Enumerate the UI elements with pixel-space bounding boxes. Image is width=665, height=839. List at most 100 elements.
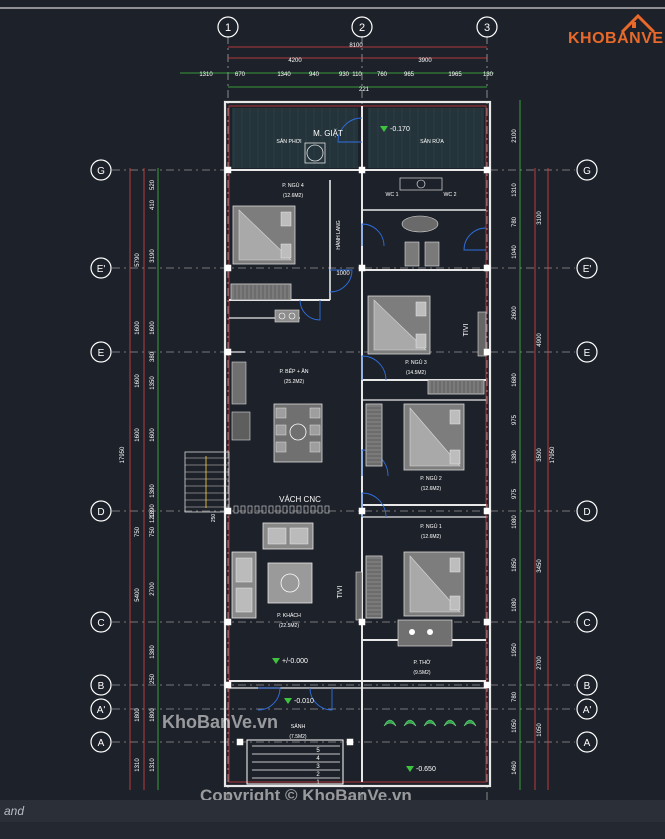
column-marker: [483, 507, 491, 515]
column-marker: [483, 618, 491, 626]
cnc-panel: [310, 505, 316, 514]
grid-bubble-label: 1: [225, 22, 231, 34]
level-marker-icon: [406, 766, 414, 772]
grid-bubble-label: A: [98, 738, 105, 749]
status-bar: [0, 822, 665, 839]
tv-cabinet-icon: [477, 311, 487, 357]
room-name: WC 1: [386, 192, 399, 198]
dim-text: 1600: [135, 321, 141, 335]
exterior-wall: [223, 100, 492, 788]
column-marker: [224, 264, 232, 272]
dim-text: 520: [150, 179, 156, 190]
dim-text: 2100: [512, 129, 518, 143]
grid-bubble-label: D: [583, 507, 590, 518]
dim-text: 3500: [537, 448, 543, 462]
chair-icon: [309, 424, 321, 436]
room-name: SÂN PHƠI: [276, 138, 301, 145]
sink-icon: [404, 241, 420, 267]
dim-text: 1600: [135, 374, 141, 388]
grid-bubble: [351, 16, 373, 38]
dim-text: 1080: [512, 515, 518, 529]
room-name: P. BẾP + ĂN: [279, 368, 308, 375]
dim-text: 1380: [150, 484, 156, 498]
cnc-panel: [324, 505, 330, 514]
lavatory-icon: [399, 177, 443, 191]
pillow: [415, 333, 427, 349]
level-text: -0.010: [294, 698, 314, 705]
column-marker: [358, 166, 366, 174]
grid-bubble: [576, 731, 598, 753]
sink-icon: [424, 241, 440, 267]
grid-bubble: [576, 341, 598, 363]
step-number: 3: [316, 764, 320, 770]
plant-icon: [423, 719, 437, 727]
kho-ban-ve-logo: KHOBANVE: [568, 10, 663, 56]
dim-text: 1460: [512, 761, 518, 775]
main-door-icon: [257, 687, 281, 711]
pillow: [280, 211, 292, 227]
column-marker: [224, 348, 232, 356]
grid-bubble-label: A: [584, 738, 591, 749]
dim-text: 975: [512, 414, 518, 425]
grid-bubble: [576, 698, 598, 720]
partition-label: VÁCH CNC: [279, 495, 321, 504]
grid-bubble: [90, 257, 112, 279]
chair-icon: [275, 441, 287, 453]
chair-icon: [275, 424, 287, 436]
dim-text: 1310: [512, 183, 518, 197]
washing-machine-icon: [306, 144, 324, 162]
dim-text: 1340: [277, 72, 291, 78]
column-marker: [358, 507, 366, 515]
door-icon: [299, 299, 321, 321]
dim-text: 1600: [150, 321, 156, 335]
room-name: P. NGỦ 4: [282, 182, 304, 189]
tv-label: TIVI: [463, 324, 470, 337]
dim-text: 1380: [512, 450, 518, 464]
room-area: (22.5M2): [279, 623, 299, 629]
dim-text: 2700: [150, 582, 156, 596]
room-name: P. THỜ: [414, 659, 431, 666]
command-line[interactable]: and: [0, 800, 665, 822]
cnc-panel: [261, 505, 267, 514]
dim-text: 1965: [448, 72, 462, 78]
wardrobe-icon: [427, 379, 485, 395]
stair-icon: [184, 451, 230, 513]
grid-bubble: [576, 159, 598, 181]
dim-text: 670: [235, 72, 246, 78]
bed-sheet: [409, 555, 461, 613]
san-phoi-floor: [232, 108, 358, 168]
grid-bubble-label: B: [584, 681, 591, 692]
plant-icon: [383, 719, 397, 727]
step-number: 2: [316, 772, 320, 778]
dim-text: 2700: [537, 656, 543, 670]
cnc-panel: [247, 505, 253, 514]
dim-text: 1680: [512, 373, 518, 387]
pillow: [449, 557, 461, 573]
dim-text: 2600: [512, 306, 518, 320]
grid-bubble-label: E: [584, 348, 591, 359]
bed-sheet: [409, 407, 461, 467]
toilet-icon: [401, 215, 439, 233]
door-icon: [361, 355, 387, 381]
dim-text: 965: [404, 72, 415, 78]
dim-text: 940: [309, 72, 320, 78]
cnc-panel: [240, 505, 246, 514]
column-marker: [224, 681, 232, 689]
level-marker-icon: [272, 658, 280, 664]
room-area: (12.6M2): [283, 193, 303, 199]
dim-text: 8100: [349, 43, 363, 49]
room-name: P. NGỦ 3: [405, 359, 427, 366]
coffee-table-ornament: [280, 573, 300, 593]
chair-icon: [309, 441, 321, 453]
column-marker: [224, 507, 232, 515]
cnc-panel: [275, 505, 281, 514]
dim-text: 5790: [135, 253, 141, 267]
altar-item: [409, 629, 415, 635]
dim-text: 750: [135, 526, 141, 537]
room-name: SÂN RỬA: [420, 138, 444, 145]
room-area: (12.6M2): [421, 534, 441, 540]
dim-text: 1380: [150, 645, 156, 659]
cnc-panel: [282, 505, 288, 514]
